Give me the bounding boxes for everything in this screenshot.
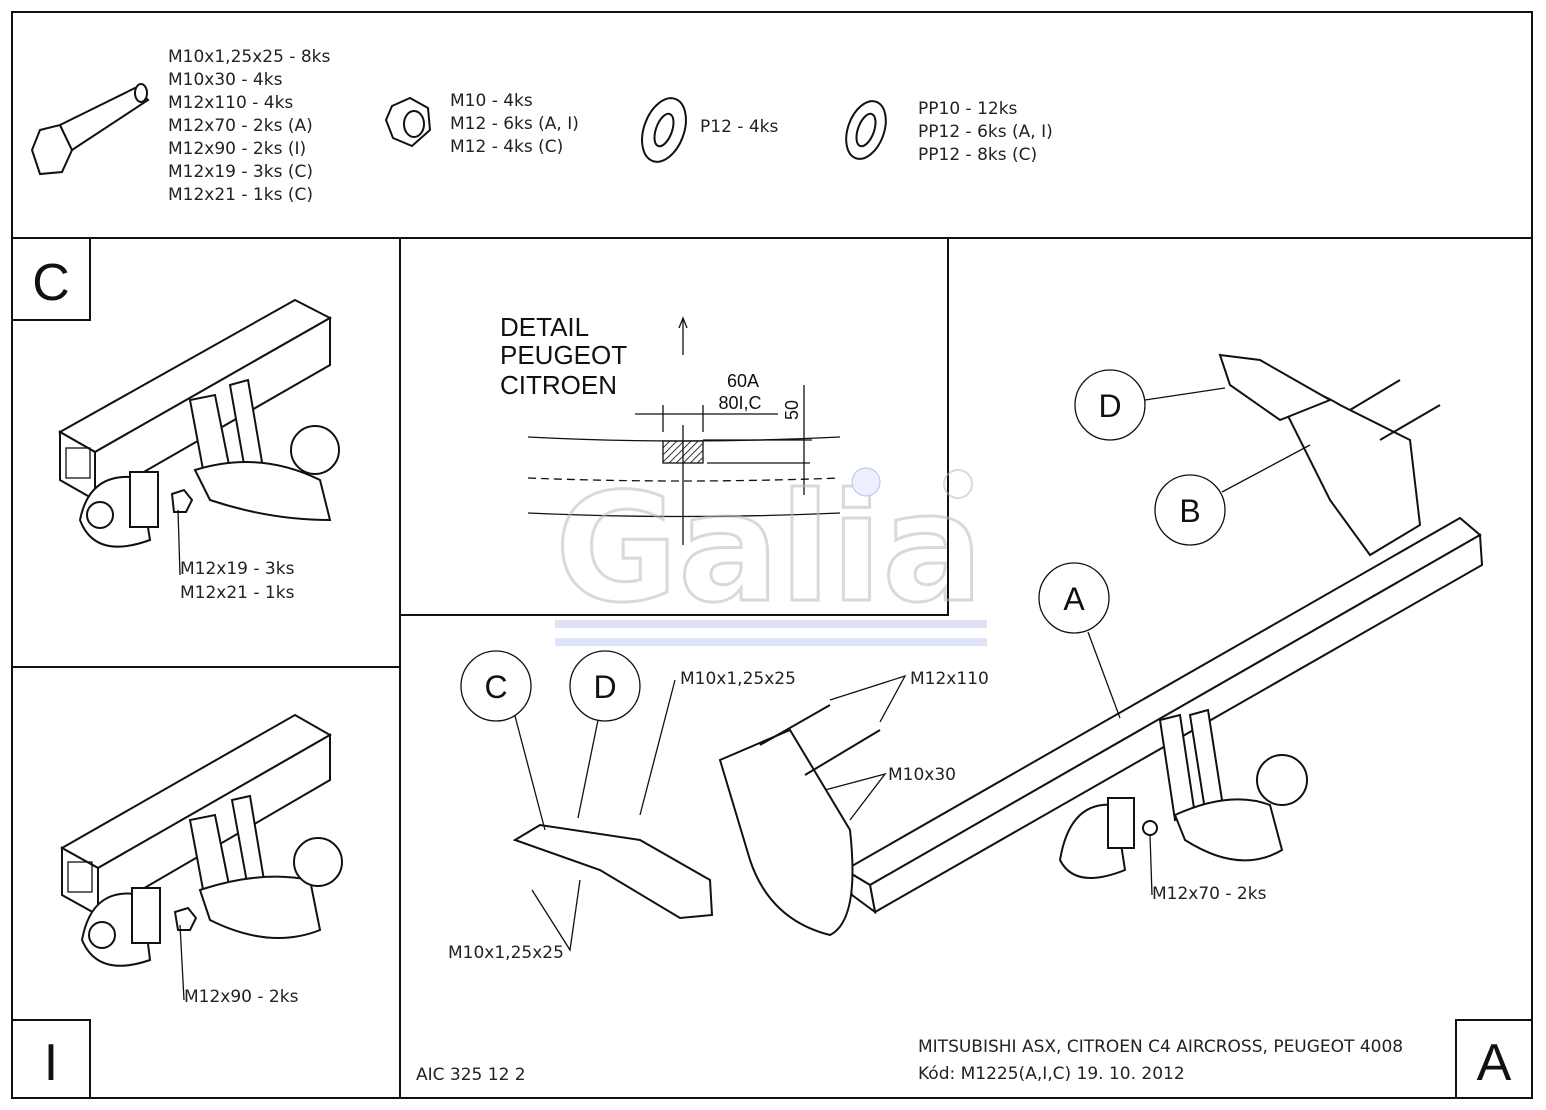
svg-text:B: B: [1179, 493, 1200, 529]
balloon-a: A: [1038, 562, 1121, 719]
callout: M12x70 - 2ks: [1152, 884, 1267, 904]
towbar-i-drawing: [59, 713, 343, 967]
balloon-d: D: [569, 650, 641, 819]
washer-icon: [641, 97, 687, 163]
drawing-number: AIC 325 12 2: [416, 1065, 526, 1085]
leader-line: [179, 924, 185, 1001]
nut-icon: [384, 96, 432, 148]
detail-frame: [400, 238, 949, 616]
part-item: M12x19 - 3ks (C): [168, 162, 313, 182]
part-item: M12x110 - 4ks: [168, 93, 293, 113]
callout: M12x21 - 1ks: [180, 583, 295, 603]
callout: M12x19 - 3ks: [180, 559, 295, 579]
view-label-box: [11, 1019, 91, 1099]
balloon-d: D: [1074, 369, 1226, 441]
callout: M12x90 - 2ks: [184, 987, 299, 1007]
leader-line: [824, 772, 887, 821]
dimension-label: 80I,C: [718, 393, 761, 413]
callout: M10x1,25x25: [448, 943, 564, 963]
galia-logo: Galia: [554, 461, 987, 646]
part-item: PP12 - 8ks (C): [918, 145, 1037, 165]
svg-text:A: A: [1063, 581, 1085, 617]
detail-title: CITROEN: [500, 370, 617, 400]
leader-line: [639, 679, 676, 816]
svg-text:D: D: [1098, 388, 1121, 424]
svg-text:D: D: [593, 669, 616, 705]
bolt-list: M10x1,25x25 - 8ks M10x30 - 4ks M12x110 -…: [168, 47, 331, 205]
leader-line: [1149, 834, 1153, 896]
leader-line: [829, 674, 907, 723]
part-item: M12x21 - 1ks (C): [168, 185, 313, 205]
view-label: I: [44, 1034, 58, 1092]
vehicle-list: MITSUBISHI ASX, CITROEN C4 AIRCROSS, PEU…: [918, 1037, 1403, 1057]
view-label: C: [32, 254, 70, 312]
part-item: M10x30 - 4ks: [168, 70, 283, 90]
part-item: M10x1,25x25 - 8ks: [168, 47, 331, 67]
balloon-b: B: [1154, 444, 1311, 546]
dimension-label: 60A: [727, 371, 759, 391]
svg-text:C: C: [484, 669, 507, 705]
view-label: A: [1477, 1034, 1512, 1092]
bolt-icon: [30, 83, 150, 176]
part-item: PP12 - 6ks (A, I): [918, 122, 1053, 142]
leader-line: [531, 879, 581, 952]
detail-title: PEUGEOT: [500, 340, 627, 370]
part-item: M12 - 6ks (A, I): [450, 114, 579, 134]
drawing-frame: [11, 11, 1533, 1099]
detail-drawing: [527, 316, 841, 545]
part-item: M10 - 4ks: [450, 91, 533, 111]
dimension-label: 50: [782, 400, 802, 420]
view-label-box: [1455, 1019, 1533, 1099]
part-item: P12 - 4ks: [700, 117, 778, 137]
callout: M10x1,25x25: [680, 669, 796, 689]
balloon-c: C: [460, 650, 546, 831]
part-item: M12x70 - 2ks (A): [168, 116, 313, 136]
detail-title: DETAIL: [500, 312, 589, 342]
product-code: Kód: M1225(A,I,C) 19. 10. 2012: [918, 1064, 1185, 1084]
towbar-c-drawing: [57, 298, 340, 548]
leader-line: [177, 509, 181, 576]
part-item: PP10 - 12ks: [918, 99, 1018, 119]
view-label-box: [11, 237, 91, 321]
callout: M10x30: [888, 765, 956, 785]
part-item: M12x90 - 2ks (I): [168, 139, 306, 159]
spring-washer-icon: [845, 100, 887, 160]
part-item: M12 - 4ks (C): [450, 137, 563, 157]
callout: M12x110: [910, 669, 989, 689]
logo-text: Galia: [555, 462, 983, 636]
towbar-main-drawing: [512, 353, 1484, 937]
